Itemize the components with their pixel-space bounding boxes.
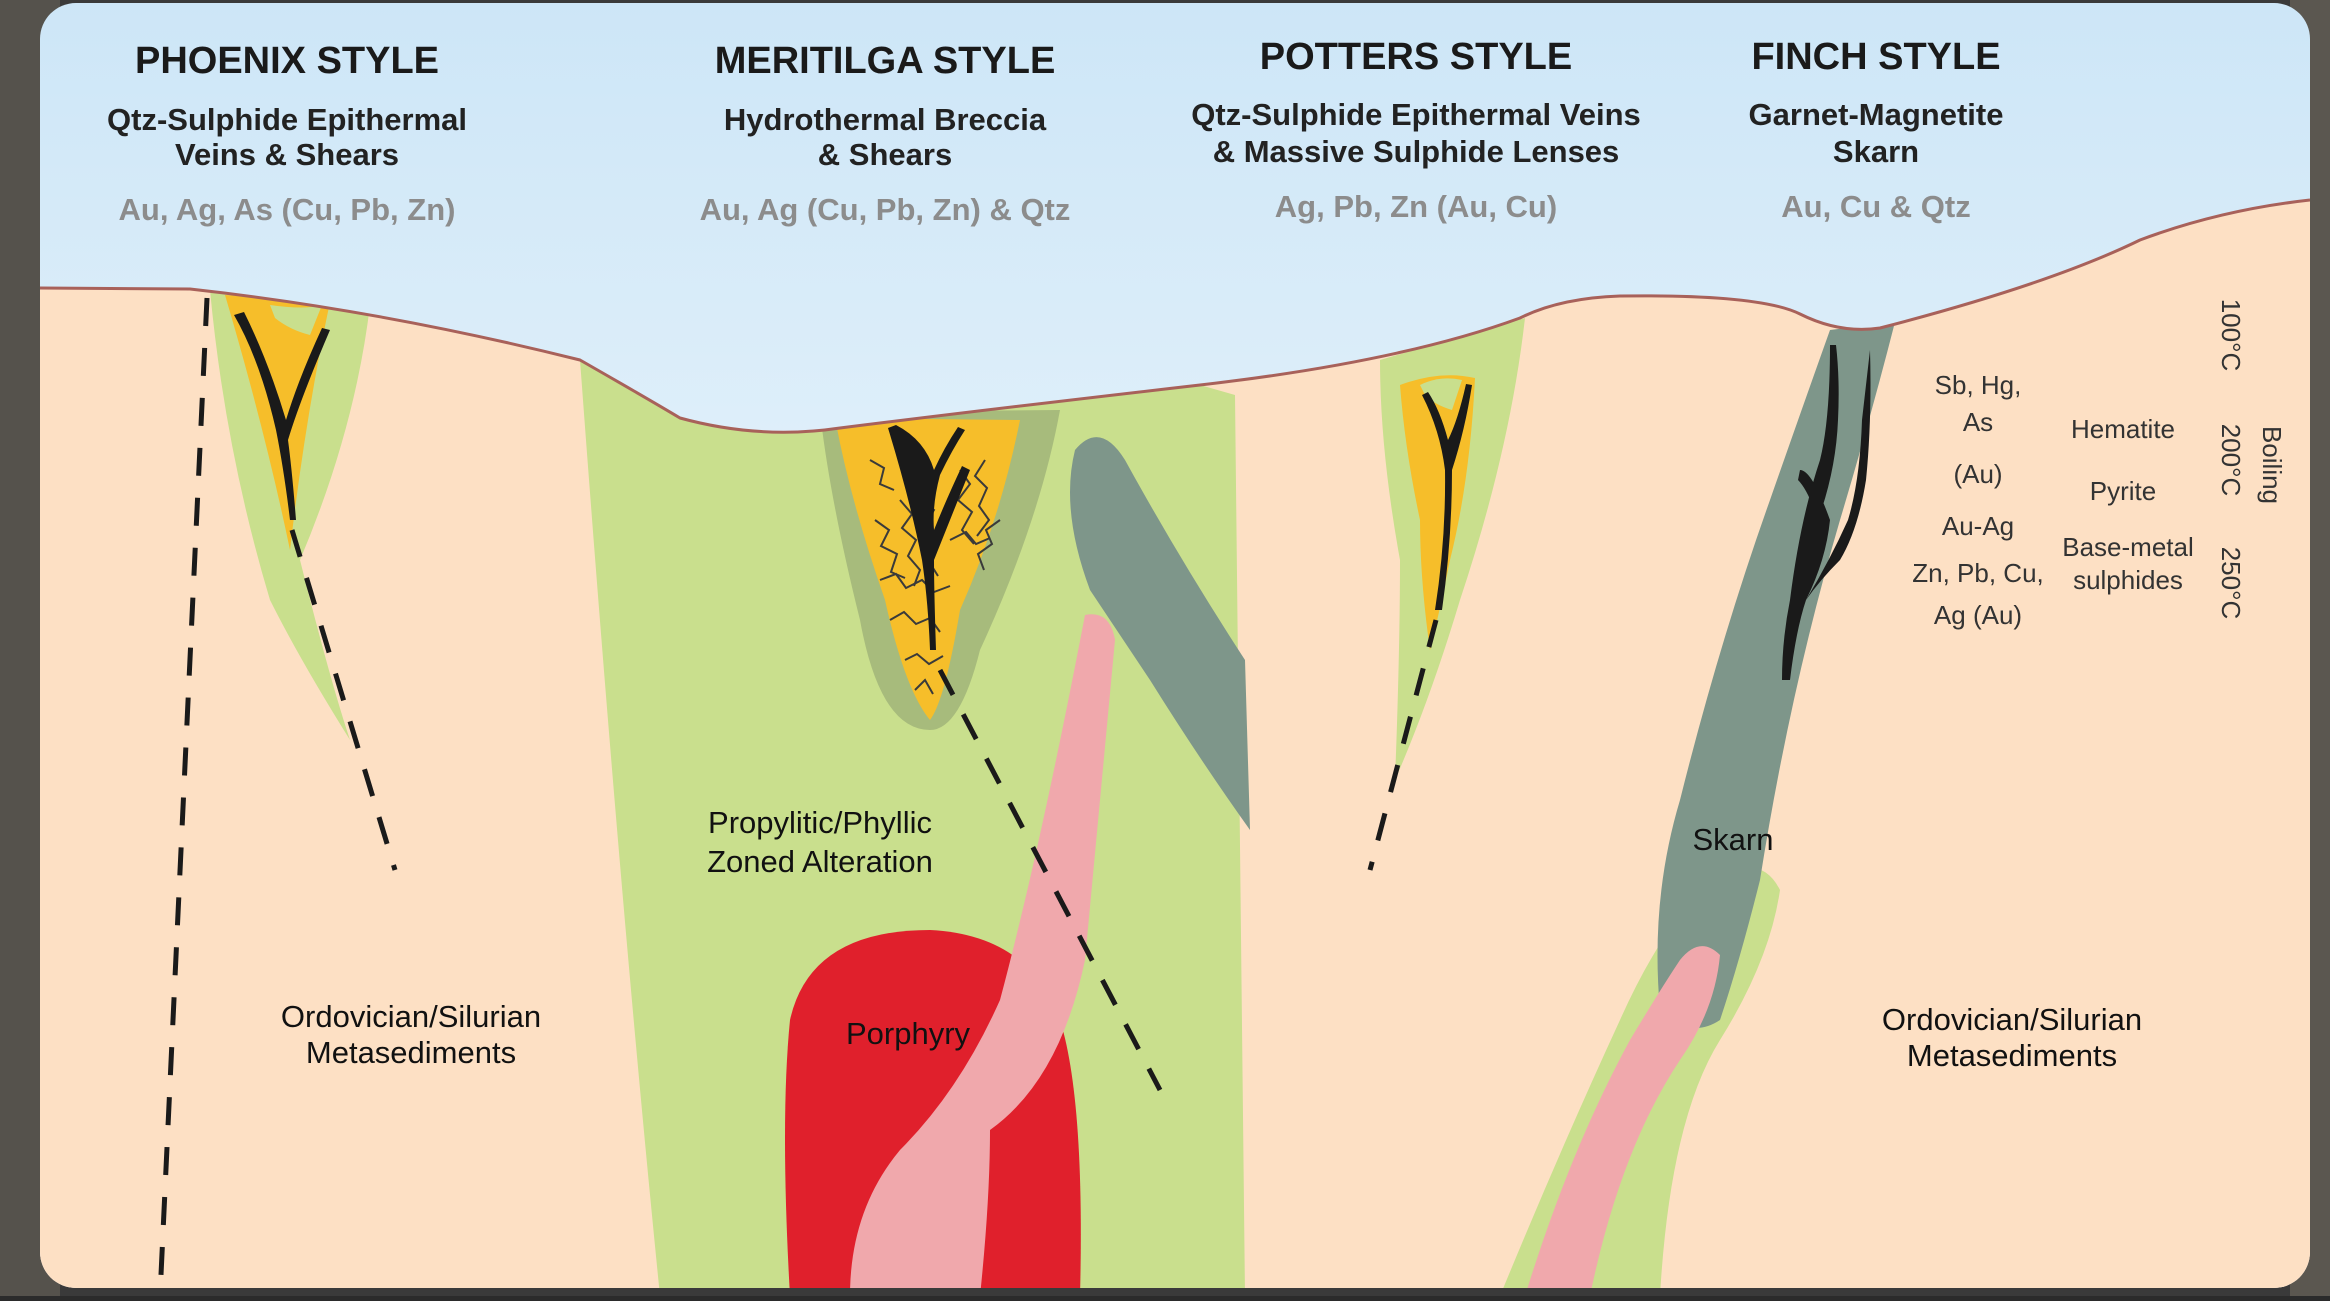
zone-base-metal-line2: sulphides bbox=[2073, 565, 2183, 595]
meritilga-subtitle-2: & Shears bbox=[818, 137, 952, 172]
potters-metals: Ag, Pb, Zn (Au, Cu) bbox=[1275, 189, 1557, 224]
metasediments-left-line2: Metasediments bbox=[306, 1035, 516, 1070]
phoenix-title: PHOENIX STYLE bbox=[135, 40, 439, 82]
diagram-card: PHOENIX STYLE Qtz-Sulphide Epithermal Ve… bbox=[40, 3, 2310, 1296]
zone-au-ag: Au-Ag bbox=[1942, 511, 2014, 541]
temp-200: 200°C bbox=[2216, 424, 2246, 497]
finch-metals: Au, Cu & Qtz bbox=[1781, 189, 1970, 224]
meritilga-subtitle-1: Hydrothermal Breccia bbox=[724, 102, 1047, 137]
finch-subtitle-2: Skarn bbox=[1833, 134, 1919, 169]
metasediments-left-line1: Ordovician/Silurian bbox=[281, 999, 541, 1034]
alteration-label-line2: Zoned Alteration bbox=[707, 844, 933, 879]
potters-title: POTTERS STYLE bbox=[1260, 36, 1572, 78]
zone-zn-pb-line2: Ag (Au) bbox=[1934, 600, 2022, 630]
zone-au: (Au) bbox=[1953, 459, 2002, 489]
boiling-label: Boiling bbox=[2257, 426, 2287, 504]
meritilga-title: MERITILGA STYLE bbox=[715, 40, 1056, 82]
potters-subtitle-2: & Massive Sulphide Lenses bbox=[1213, 134, 1620, 169]
alteration-label-line1: Propylitic/Phyllic bbox=[708, 805, 932, 840]
finch-title: FINCH STYLE bbox=[1751, 36, 2000, 78]
zone-sb-hg-line1: Sb, Hg, bbox=[1935, 370, 2022, 400]
metasediments-right-line2: Metasediments bbox=[1907, 1038, 2117, 1073]
potters-subtitle-1: Qtz-Sulphide Epithermal Veins bbox=[1191, 97, 1641, 132]
skarn-label: Skarn bbox=[1693, 822, 1774, 857]
zone-sb-hg-line2: As bbox=[1963, 407, 1993, 437]
zone-zn-pb-line1: Zn, Pb, Cu, bbox=[1912, 558, 2044, 588]
meritilga-metals: Au, Ag (Cu, Pb, Zn) & Qtz bbox=[700, 192, 1071, 227]
zone-hematite: Hematite bbox=[2071, 414, 2175, 444]
phoenix-metals: Au, Ag, As (Cu, Pb, Zn) bbox=[119, 192, 456, 227]
zone-base-metal-line1: Base-metal bbox=[2062, 532, 2194, 562]
zone-pyrite: Pyrite bbox=[2090, 476, 2156, 506]
phoenix-subtitle-1: Qtz-Sulphide Epithermal bbox=[107, 102, 467, 137]
porphyry-label: Porphyry bbox=[846, 1016, 971, 1051]
metasediments-right-line1: Ordovician/Silurian bbox=[1882, 1002, 2142, 1037]
temp-100: 100°C bbox=[2216, 299, 2246, 372]
temp-250: 250°C bbox=[2216, 547, 2246, 620]
finch-subtitle-1: Garnet-Magnetite bbox=[1749, 97, 2004, 132]
phoenix-subtitle-2: Veins & Shears bbox=[175, 137, 399, 172]
